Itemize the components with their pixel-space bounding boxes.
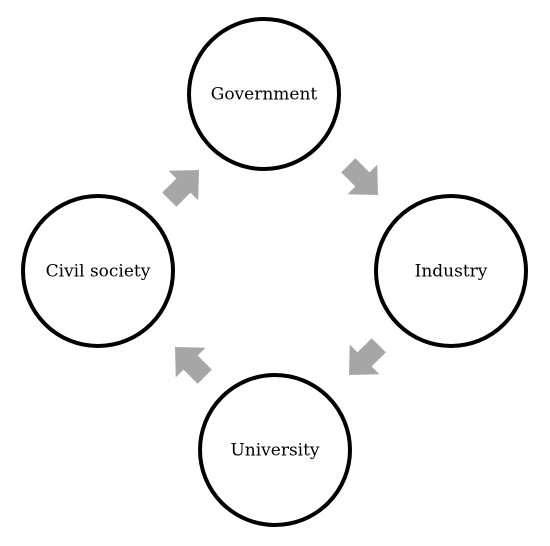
university-label: University [230, 441, 319, 461]
civil-society-circle [21, 194, 175, 348]
node-civil-society: Civil society [21, 194, 175, 348]
government-label: Government [211, 85, 318, 105]
industry-label: Industry [415, 262, 488, 282]
civil-society-label: Civil society [46, 262, 151, 282]
arrow-government-to-industry-icon [341, 158, 378, 195]
node-university: University [198, 373, 352, 527]
arrow-civil-society-to-government-icon [162, 170, 199, 207]
government-circle [187, 17, 341, 171]
node-government: Government [187, 17, 341, 171]
university-circle [198, 373, 352, 527]
arrow-industry-to-university-icon [349, 338, 386, 375]
arrow-university-to-civil-society-icon [175, 347, 212, 384]
node-industry: Industry [374, 194, 528, 348]
industry-circle [374, 194, 528, 348]
